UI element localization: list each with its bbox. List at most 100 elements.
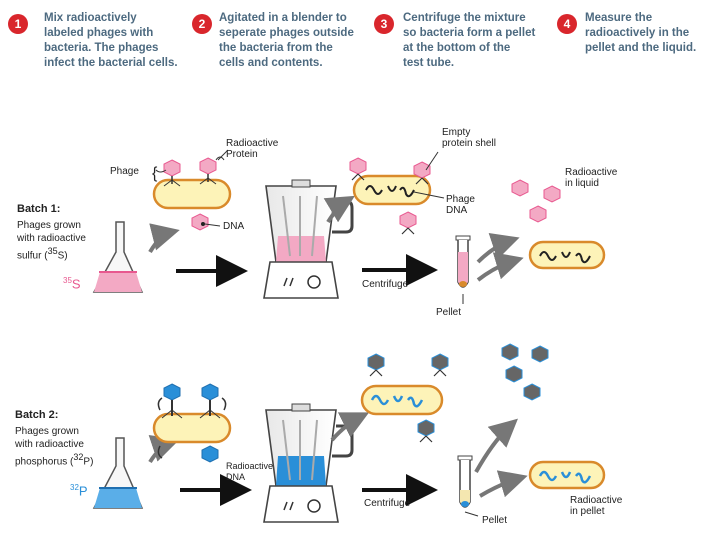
radioactive-protein-line: Protein — [226, 149, 258, 160]
blender-batch2 — [263, 403, 354, 523]
batch1-flask-symbol: S — [71, 276, 81, 292]
arrow-blender-to-step3-2 — [330, 412, 370, 442]
step-2-line: Agitated in a blender to — [219, 12, 347, 24]
radioactive-protein-label: Radioactive Protein — [226, 138, 278, 160]
batch1-flask-label: 35S — [63, 275, 81, 292]
step-4-line: Measure the — [585, 12, 653, 24]
step-1-line: labeled phages with — [44, 27, 154, 39]
arrow-flask-to-bacteria-1 — [148, 223, 180, 254]
blue-phage — [199, 383, 221, 419]
radioactive-dna-line: DNA — [226, 472, 246, 482]
batch1-desc-tail: sulfur ( — [17, 250, 48, 262]
arrow-to-result-shells — [474, 418, 518, 473]
step-2-text: Agitated in a blender to seperate phages… — [219, 11, 354, 71]
batch2-flask-symbol: P — [78, 483, 88, 499]
step-3-line: test tube. — [403, 57, 455, 69]
pink-shell-cluster — [511, 179, 561, 223]
pellet-label-2: Pellet — [482, 515, 508, 526]
bacterium-blue-dna-batch2 — [360, 384, 444, 416]
batch1-close-paren: ) — [64, 250, 68, 262]
batch2-flask-label: 32P — [70, 482, 88, 499]
step-1-line: infect the bacterial cells. — [44, 57, 178, 69]
batch2-desc-isotope: phosphorus (32P) — [15, 451, 93, 468]
phage-brace: { — [152, 165, 158, 182]
batch1-desc-line: with radioactive — [17, 233, 86, 244]
arrow-blender-to-step3-1 — [323, 195, 355, 224]
batch1-desc: Phages grown with radioactive sulfur (35… — [17, 219, 86, 262]
infected-bacterium-batch1 — [152, 149, 232, 231]
pink-phage — [191, 213, 209, 231]
result-pellet-label: Radioactive in pellet — [570, 495, 622, 517]
arrow-to-result-pellet-2 — [478, 470, 528, 498]
step-1-line: bacteria. The phages — [44, 42, 159, 54]
pink-phage — [199, 157, 217, 185]
arrow-flask-to-bacteria-2 — [148, 435, 180, 464]
step-2-badge: 2 — [192, 14, 212, 34]
empty-shell — [413, 161, 431, 185]
centrifuge-label-2: Centrifuge — [364, 498, 411, 509]
step-1-line: Mix radioactively — [44, 12, 137, 24]
step-3-line: at the bottom of the — [403, 42, 511, 54]
batch1-title: Batch 1: — [17, 203, 61, 215]
empty-shell-line: protein shell — [442, 138, 496, 149]
phage-label: Phage — [110, 166, 139, 177]
radioactive-dna-label: Radioactive DNA — [226, 461, 273, 483]
radioactive-protein-line: Radioactive — [226, 138, 279, 149]
gray-shell-cluster — [501, 343, 549, 401]
step-4-badge: 4 — [557, 14, 577, 34]
empty-shell — [399, 211, 417, 235]
result-pellet-line: Radioactive — [570, 495, 623, 506]
batch1-flask-mass: 35 — [63, 276, 72, 285]
gray-phage-shell — [367, 353, 385, 377]
step-4-line: pellet and the liquid. — [585, 42, 697, 54]
phage-dna-line: DNA — [446, 205, 468, 216]
radioactive-dna-line: Radioactive — [226, 461, 274, 471]
blender-batch1 — [263, 179, 354, 299]
step-4-text: Measure the radioactively in the pellet … — [585, 11, 696, 56]
blue-phage — [201, 445, 219, 463]
result-liquid-label: Radioactive in liquid — [565, 167, 617, 189]
batch1-desc-line: Phages grown — [17, 220, 81, 231]
blue-phage — [161, 383, 183, 419]
empty-shell-label: Empty protein shell — [442, 127, 496, 149]
pellet-pointer-2 — [464, 511, 479, 517]
dna-label: DNA — [223, 221, 245, 232]
arrow-to-result-pellet-1 — [476, 252, 524, 282]
batch1-isotope-mass: 35 — [47, 246, 58, 256]
batch1-desc-isotope: sulfur (35S) — [17, 245, 86, 262]
phage-dna-pointer — [413, 191, 445, 199]
step-2-line: cells and contents. — [219, 57, 323, 69]
pink-phage — [163, 159, 181, 187]
batch2-desc-line: with radioactive — [15, 439, 84, 450]
bacterium-result-batch2 — [528, 460, 606, 490]
step-3-text: Centrifuge the mixture so bacteria form … — [403, 11, 535, 71]
arrow-to-result-liquid — [476, 233, 520, 264]
step-1-text: Mix radioactively labeled phages with ba… — [44, 11, 178, 71]
step-3-line: Centrifuge the mixture — [403, 12, 526, 24]
empty-shell-pointer — [425, 151, 439, 171]
empty-shell-line: Empty — [442, 127, 471, 138]
flask-batch1 — [92, 221, 144, 293]
batch2-desc: Phages grown with radioactive phosphorus… — [15, 425, 93, 468]
pellet-label-1: Pellet — [436, 307, 462, 318]
batch2-desc-tail: phosphorus ( — [15, 456, 74, 468]
phage-dna-label: Phage DNA — [446, 194, 475, 216]
batch2-desc-line: Phages grown — [15, 426, 79, 437]
step-4-line: radioactively in the — [585, 27, 690, 39]
batch2-close-paren: ) — [90, 456, 94, 468]
phage-dna-line: Phage — [446, 194, 475, 205]
result-pellet-line: in pellet — [570, 506, 605, 517]
step-3-badge: 3 — [374, 14, 394, 34]
step-3-line: so bacteria form a pellet — [403, 27, 536, 39]
test-tube-batch2 — [457, 455, 473, 508]
gray-phage-shell — [417, 419, 435, 443]
step-1-badge: 1 — [8, 14, 28, 34]
centrifuge-label-1: Centrifuge — [362, 279, 409, 290]
batch2-title: Batch 2: — [15, 409, 59, 421]
result-liquid-line: in liquid — [565, 178, 599, 189]
result-liquid-line: Radioactive — [565, 167, 618, 178]
step-2-line: the bacteria from the — [219, 42, 333, 54]
empty-shell — [349, 157, 367, 181]
batch2-flask-mass: 32 — [70, 483, 79, 492]
